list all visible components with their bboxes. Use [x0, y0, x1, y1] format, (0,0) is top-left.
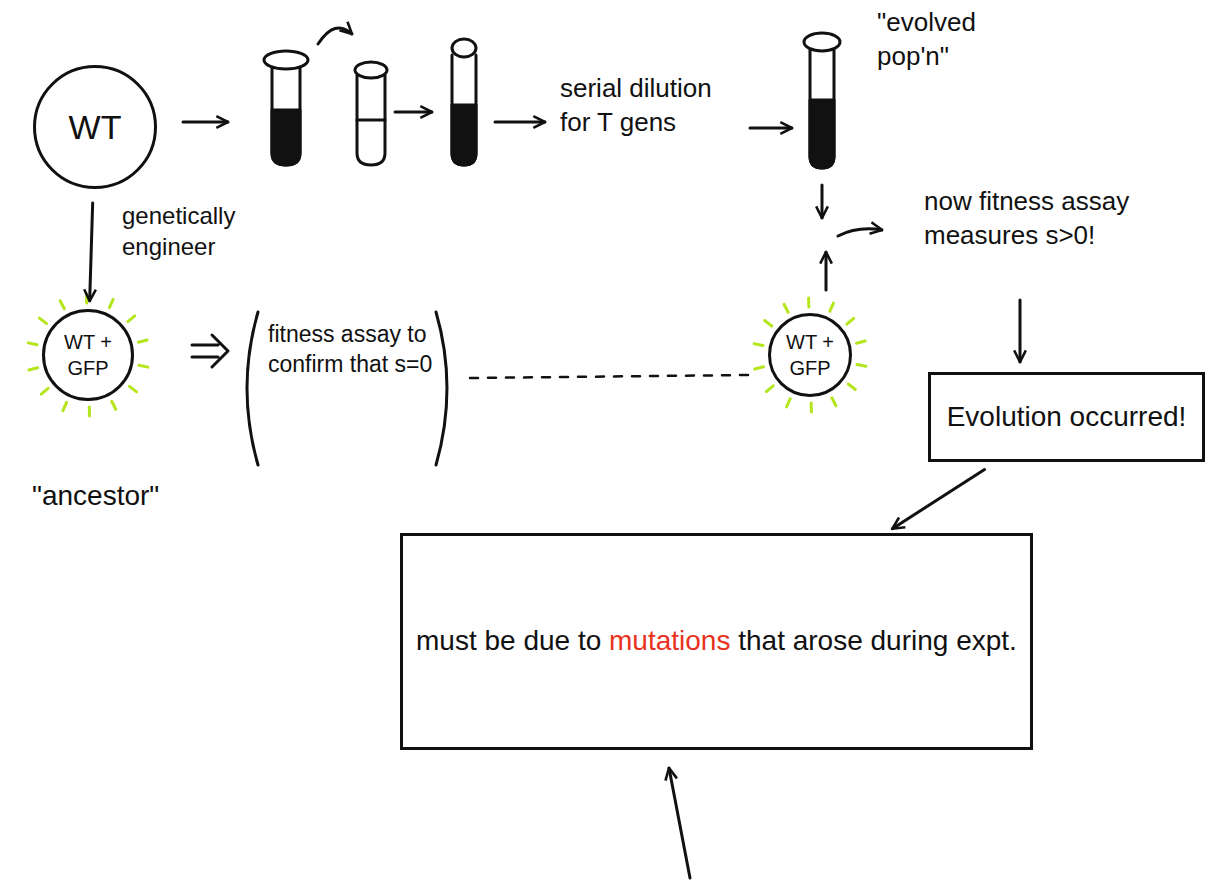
glow-ray: [766, 386, 773, 392]
glow-ray: [755, 367, 764, 369]
glow-ray: [857, 341, 866, 343]
node-text: Evolution occurred!: [947, 399, 1187, 435]
text-word: that: [738, 625, 792, 656]
bracket: [247, 312, 258, 465]
glow-rays: [28, 294, 866, 416]
connector-arrow: [892, 470, 984, 529]
bracket: [436, 312, 447, 465]
glow-ray: [138, 340, 147, 342]
glow-ray: [847, 318, 854, 324]
text-word: be: [484, 625, 523, 656]
transfer-arrow: [318, 28, 352, 44]
glow-ray: [784, 304, 788, 312]
arrow: [825, 252, 828, 290]
tube-cap: [452, 39, 476, 57]
arrow: [669, 768, 690, 878]
assay-note: fitness assay to confirm that s=0: [266, 320, 436, 380]
liquid: [810, 100, 834, 168]
glow-ray: [810, 403, 813, 412]
glow-ray: [129, 386, 136, 391]
node-text: WT + GFP: [779, 329, 841, 381]
result-note: now fitness assay measures s>0!: [922, 185, 1181, 253]
connector-arrow: [90, 203, 93, 301]
glow-ray: [63, 402, 67, 410]
organism-circle: WT + GFP: [42, 309, 134, 401]
implies-symbol: [192, 335, 228, 367]
tube-cap: [264, 51, 308, 69]
liquid: [452, 105, 476, 165]
text-word: to: [578, 625, 609, 656]
glow-ray: [765, 321, 772, 326]
glow-ray: [754, 344, 763, 346]
tube-cap: [355, 62, 387, 78]
organism-circle: WT + GFP: [768, 313, 852, 397]
test-tube: [452, 55, 476, 165]
edge-label: genetically engineer: [120, 200, 274, 262]
test-tube: [810, 50, 834, 168]
text-word: mutations: [609, 625, 738, 656]
glow-ray: [85, 294, 88, 303]
glow-ray: [112, 401, 116, 409]
node-text: WT + GFP: [56, 329, 120, 381]
arrow: [183, 121, 228, 124]
explanation-box: must be due to mutations that arose duri…: [400, 533, 1033, 750]
glow-ray: [848, 384, 855, 389]
glow-ray: [857, 365, 866, 367]
glow-ray: [109, 299, 113, 307]
glow-ray: [29, 368, 38, 370]
arrow: [838, 229, 882, 236]
glow-ray: [139, 365, 148, 367]
glow-ray: [787, 399, 791, 407]
liquid: [272, 110, 300, 165]
glow-ray: [41, 388, 48, 394]
arrow: [821, 185, 824, 218]
arrow: [750, 127, 792, 130]
ancestor-label: "ancestor": [30, 478, 214, 514]
glow-ray: [128, 316, 135, 322]
arrow: [1019, 300, 1022, 362]
test-tube: [272, 62, 300, 165]
tube-cap: [804, 33, 840, 51]
arrow: [395, 111, 432, 114]
glow-ray: [88, 407, 91, 416]
glow-ray: [39, 318, 46, 323]
text-word: due: [523, 625, 578, 656]
glow-ray: [830, 303, 834, 311]
organism-circle: WT: [33, 65, 157, 189]
conclusion-box: Evolution occurred!: [928, 372, 1205, 462]
step-note: serial dilution for T gens: [558, 72, 747, 140]
glow-ray: [60, 301, 64, 309]
glow-ray: [832, 398, 836, 406]
node-text: WT: [69, 105, 122, 149]
dashed-line: [470, 375, 748, 378]
text-word: arose: [793, 625, 871, 656]
text-word: during: [871, 625, 957, 656]
test-tube: [357, 75, 385, 165]
glow-ray: [807, 298, 810, 307]
text-word: must: [416, 625, 484, 656]
node-text: must be due to mutations that arose duri…: [416, 623, 1017, 659]
liquid-level: [357, 119, 385, 122]
glow-ray: [28, 343, 37, 345]
arrow: [495, 121, 545, 124]
text-word: expt.: [956, 625, 1017, 656]
population-label: "evolved pop'n": [875, 6, 1014, 74]
